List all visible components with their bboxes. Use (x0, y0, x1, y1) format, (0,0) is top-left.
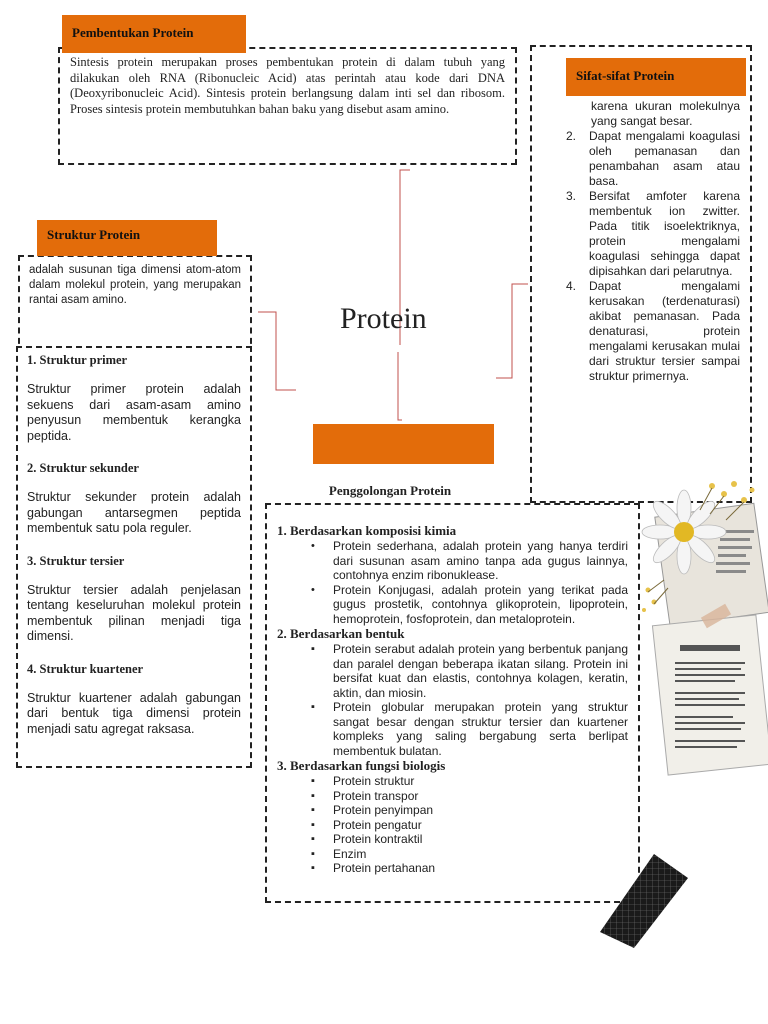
struktur-heading: 1. Struktur primer (27, 353, 128, 367)
sifat-item: 2.Dapat mengalami koagulasi oleh pemanas… (566, 129, 740, 188)
pembentukan-box: Sintesis protein merupakan proses pemben… (58, 47, 517, 165)
struktur-text: Struktur tersier adalah penjelasan tenta… (27, 582, 241, 644)
flower-collage-decoration (641, 481, 768, 776)
penggolongan-box: 1. Berdasarkan komposisi kimia •Protein … (265, 503, 640, 903)
struktur-intro-box: adalah susunan tiga dimensi atom-atom da… (18, 255, 252, 375)
struktur-text: Struktur primer protein adalah sekuens d… (27, 382, 241, 443)
struktur-text: Struktur kuartener adalah gabungan dari … (27, 690, 241, 736)
pembentukan-label: Pembentukan Protein (62, 15, 246, 53)
penggolongan-label: Penggolongan Protein (328, 483, 452, 498)
sifat-list: karena ukuran molekulnya yang sangat bes… (564, 99, 740, 384)
list-item: ▪Protein pertahanan (311, 861, 436, 875)
list-item: ▪Protein transpor (311, 788, 419, 803)
group-list: ▪Protein struktur ▪Protein transpor ▪Pro… (277, 774, 628, 876)
list-item: ▪Protein pengatur (311, 817, 422, 832)
sifat-box: karena ukuran molekulnya yang sangat bes… (530, 45, 752, 503)
struktur-label: Struktur Protein (37, 220, 217, 256)
struktur-text: Struktur sekunder protein adalah gabunga… (27, 490, 241, 535)
sifat-item: 3.Bersifat amfoter karena membentuk ion … (566, 189, 740, 278)
list-item: •Protein Konjugasi, adalah protein yang … (311, 582, 628, 626)
group-list: ▪Protein serabut adalah protein yang ber… (277, 642, 628, 758)
list-item: ▪Protein serabut adalah protein yang ber… (311, 642, 628, 700)
sifat-item: 4.Dapat mengalami kerusakan (terdenatura… (566, 279, 740, 383)
list-item: ▪Enzim (311, 846, 367, 861)
list-item: ▪Protein struktur (311, 774, 415, 788)
sifat-item: karena ukuran molekulnya yang sangat bes… (591, 99, 740, 128)
group-heading: 2. Berdasarkan bentuk (277, 626, 405, 641)
struktur-heading: 2. Struktur sekunder (27, 461, 139, 475)
group-heading: 3. Berdasarkan fungsi biologis (277, 758, 446, 773)
struktur-heading: 4. Struktur kuartener (27, 661, 144, 676)
grid-tape-decoration (600, 854, 688, 948)
list-item: •Protein sederhana, adalah protein yang … (311, 539, 628, 582)
struktur-intro-text: adalah susunan tiga dimensi atom-atom da… (29, 264, 241, 306)
sifat-label: Sifat-sifat Protein (566, 58, 746, 96)
connector-to-sifat (496, 283, 528, 379)
pembentukan-text: Sintesis protein merupakan proses pemben… (70, 55, 505, 116)
list-item: ▪Protein kontraktil (311, 832, 423, 846)
page-title: Protein (340, 302, 427, 335)
group-heading: 1. Berdasarkan komposisi kimia (277, 523, 457, 538)
connector-to-penggolongan (397, 352, 402, 421)
penggolongan-color-bar (313, 424, 494, 464)
connector-to-struktur (258, 311, 296, 391)
list-item: ▪Protein penyimpan (311, 803, 434, 817)
list-item: ▪Protein globular merupakan protein yang… (311, 700, 628, 758)
group-list: •Protein sederhana, adalah protein yang … (277, 539, 628, 626)
struktur-heading: 3. Struktur tersier (27, 553, 125, 568)
struktur-sections-box: 1. Struktur primer Struktur primer prote… (16, 346, 252, 768)
connector-to-pembentukan (399, 169, 410, 345)
